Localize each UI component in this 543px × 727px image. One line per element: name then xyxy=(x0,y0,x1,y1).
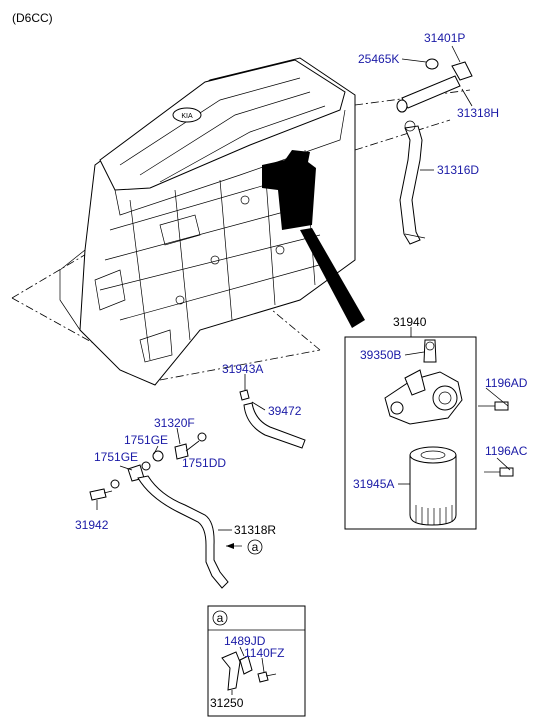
callout-31316D: 31316D xyxy=(437,163,479,177)
ref-circle-a xyxy=(247,539,263,555)
callout-1489JD: 1489JD xyxy=(224,634,266,648)
engine-code-label: (D6CC) xyxy=(12,11,53,25)
separator-assembly-box xyxy=(344,336,514,530)
callout-1751GE-upper: 1751GE xyxy=(124,433,168,447)
callout-31401P: 31401P xyxy=(424,31,465,45)
callout-31320F: 31320F xyxy=(154,416,195,430)
callout-1751DD: 1751DD xyxy=(182,456,226,470)
callout-31940: 31940 xyxy=(393,315,427,329)
callout-31945A: 31945A xyxy=(353,477,394,491)
callout-31250: 31250 xyxy=(210,696,244,710)
engine-badge-text: KIA xyxy=(181,113,193,120)
callout-31318R: 31318R xyxy=(234,523,276,537)
callout-leaders xyxy=(96,45,511,531)
callout-1196AC: 1196AC xyxy=(485,444,528,458)
callout-1751GE-lower: 1751GE xyxy=(94,450,138,464)
callout-31318H: 31318H xyxy=(457,106,499,120)
breather-hose-group xyxy=(396,58,473,245)
detail-a-box xyxy=(207,605,306,717)
callout-39472: 39472 xyxy=(268,404,302,418)
callout-25465K: 25465K xyxy=(358,52,399,66)
callout-31943A: 31943A xyxy=(222,362,263,376)
callout-31942: 31942 xyxy=(75,518,109,532)
engine-block-illustration: KIA xyxy=(11,57,471,386)
callout-39350B: 39350B xyxy=(360,348,401,362)
detail-a-tag: a xyxy=(217,611,224,625)
callout-1140FZ: 1140FZ xyxy=(244,646,284,660)
callout-1196AD: 1196AD xyxy=(485,376,528,390)
ref-circle-a-label: a xyxy=(252,540,259,554)
lower-hose-group xyxy=(89,389,306,589)
